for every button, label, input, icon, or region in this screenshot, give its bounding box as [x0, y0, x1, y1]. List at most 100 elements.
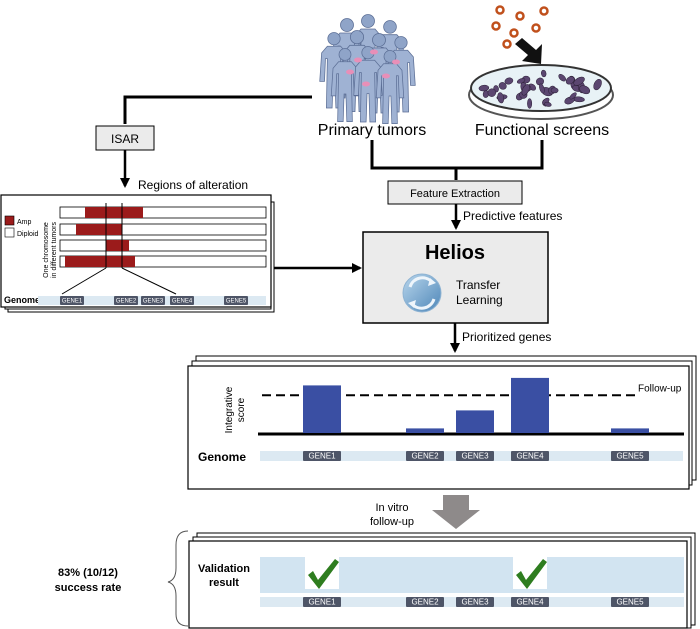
- cell-icon: [558, 73, 567, 82]
- gene-badge: GENE5: [611, 597, 649, 607]
- gene-badge: GENE4: [511, 451, 549, 461]
- gene-badge: GENE5: [224, 296, 248, 305]
- amp-segment: [85, 207, 143, 218]
- score-panel: [187, 355, 697, 490]
- gene-label: GENE1: [308, 452, 336, 461]
- cell-icon: [527, 98, 533, 109]
- predictive-features-label: Predictive features: [463, 209, 562, 223]
- helios-box: Helios Transfer Learning: [362, 231, 549, 324]
- validated-check-icon: [305, 557, 339, 589]
- helios-subtitle-line1: Transfer: [456, 278, 500, 292]
- gene-badge: GENE4: [511, 597, 549, 607]
- alteration-y-label-line2: in different tumors: [51, 222, 58, 278]
- chromosome-track: [59, 255, 267, 268]
- gene-label: GENE5: [616, 598, 644, 607]
- legend-amp-swatch: [4, 215, 15, 226]
- functional-screens-dish-icon: [468, 5, 614, 120]
- tumor-spot: [362, 81, 370, 87]
- cell-icon: [497, 92, 505, 104]
- gene-badge: GENE2: [406, 597, 444, 607]
- chromosome-track: [59, 239, 267, 252]
- success-rate-line2: success rate: [55, 582, 122, 594]
- alteration-genome-label: Genome: [4, 295, 40, 305]
- chart-xlabel: Genome: [198, 450, 246, 464]
- legend-amp-label: Amp: [17, 219, 32, 226]
- gene-badge: GENE3: [141, 296, 165, 305]
- followup-label-line1: In vitro: [375, 502, 408, 514]
- cell-icon: [487, 88, 496, 97]
- gene-label: GENE5: [616, 452, 644, 461]
- chromosome-track: [59, 223, 267, 236]
- feature-extraction-label: Feature Extraction: [410, 188, 500, 200]
- score-bar: [303, 385, 341, 433]
- tumors-screens-merge-line: [370, 140, 544, 170]
- gene-label: GENE4: [172, 299, 193, 305]
- tumor-spot: [346, 69, 354, 75]
- tumor-spot: [354, 57, 362, 63]
- person-silhouette-icon: [353, 46, 383, 123]
- gene-badge: GENE1: [303, 451, 341, 461]
- gene-label: GENE3: [143, 299, 164, 305]
- legend-diploid-swatch: [4, 227, 15, 238]
- gene-badge: GENE1: [303, 597, 341, 607]
- isar-label: ISAR: [111, 132, 139, 146]
- cell-icon: [544, 101, 552, 107]
- gene-badge: GENE2: [114, 296, 138, 305]
- gene-badge: GENE3: [456, 597, 494, 607]
- validation-panel: [188, 532, 696, 629]
- alteration-panel: Amp Diploid One chromosome in different …: [0, 194, 275, 313]
- amp-segment: [65, 256, 135, 267]
- cell-icon: [516, 78, 526, 84]
- followup-label-line2: follow-up: [370, 516, 414, 528]
- gene-label: GENE2: [411, 598, 439, 607]
- primary-tumors-label: Primary tumors: [318, 122, 426, 139]
- gene-label: GENE2: [411, 452, 439, 461]
- validation-label-line2: result: [209, 577, 239, 589]
- gene-label: GENE1: [308, 598, 336, 607]
- score-bar: [511, 377, 549, 433]
- integrative-score-chart: Integrative score Genome Follow-up GENE1…: [198, 377, 684, 464]
- regions-of-alteration-label: Regions of alteration: [138, 178, 248, 192]
- cell-icon: [579, 85, 591, 95]
- chart-ylabel-line1: Integrative: [224, 386, 235, 433]
- primary-tumors-crowd-icon: [319, 14, 416, 124]
- cell-icon: [573, 76, 585, 86]
- functional-screens-label: Functional screens: [475, 122, 609, 139]
- chart-ylabel-line2: score: [236, 397, 247, 422]
- cell-icon: [569, 92, 577, 100]
- chromosome-track: [59, 206, 267, 219]
- helios-subtitle-line2: Learning: [456, 293, 503, 307]
- cell-icon: [521, 84, 530, 96]
- gene-label: GENE5: [226, 299, 247, 305]
- gene-badge: GENE4: [170, 296, 194, 305]
- gene-label: GENE3: [461, 598, 489, 607]
- cell-icon: [498, 82, 507, 90]
- gene-label: GENE4: [516, 452, 544, 461]
- alteration-y-label-line1: One chromosome: [43, 222, 50, 278]
- tumor-spot: [370, 49, 378, 55]
- prioritized-genes-label: Prioritized genes: [462, 330, 551, 344]
- cell-icon: [541, 69, 547, 78]
- cell-icon: [504, 77, 514, 85]
- cell-icon: [550, 87, 559, 94]
- transfer-cycle-icon: [402, 273, 442, 313]
- score-bar: [456, 410, 494, 433]
- amp-segment: [76, 224, 122, 235]
- cell-icon: [539, 83, 545, 94]
- gene-label: GENE3: [461, 452, 489, 461]
- cell-icon: [478, 84, 490, 92]
- success-bracket: [167, 530, 189, 627]
- gene-badge: GENE1: [60, 296, 84, 305]
- validated-check-icon: [513, 557, 547, 589]
- gene-label: GENE4: [516, 598, 544, 607]
- follow-up-threshold-label: Follow-up: [638, 383, 682, 394]
- tumor-spot: [382, 73, 390, 79]
- score-bar: [611, 428, 649, 433]
- success-rate-line1: 83% (10/12): [58, 567, 118, 579]
- tumor-spot: [392, 59, 400, 65]
- cell-icon: [593, 79, 602, 91]
- zoom-line-left-diag: [61, 267, 107, 295]
- helios-title: Helios: [425, 242, 485, 264]
- score-bar: [406, 428, 444, 433]
